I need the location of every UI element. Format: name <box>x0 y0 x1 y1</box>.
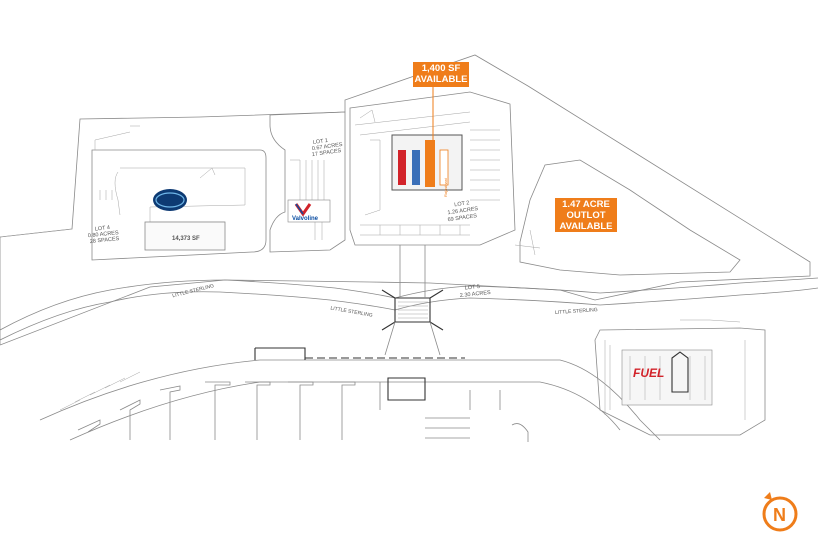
lot-5-label: LOT 5 <box>465 284 481 292</box>
fuel-canopy <box>621 349 713 406</box>
available-space-highlight <box>425 140 435 187</box>
tenant-sign-blue <box>412 150 420 185</box>
tenant-sign-text: Rajasthani <box>443 178 448 197</box>
lot-4-area <box>91 125 267 261</box>
callout-outlot-line3: AVAILABLE <box>559 221 613 232</box>
callout-1400-line1: 1,400 SF <box>421 63 461 74</box>
lot-4-label: LOT 4 <box>95 225 111 233</box>
callout-outlot-line2: OUTLOT <box>566 210 606 221</box>
valvoline-brand: Valvoline <box>292 216 319 222</box>
logo-letter: N <box>773 505 786 525</box>
southern-parking-islands <box>77 377 529 442</box>
lot-2-acres: 1.26 ACRES <box>447 206 479 216</box>
lot-2-area <box>349 86 516 246</box>
creek-label-east: LITTLE STERLING <box>555 307 598 316</box>
fuel-brand: FUEL <box>633 366 664 380</box>
creek-label-center: LITTLE STERLING <box>330 305 373 318</box>
callout-outlot-line1: 1.47 ACRE <box>562 199 610 210</box>
callout-outlot-available: 1.47 ACRE OUTLOT AVAILABLE <box>555 198 617 232</box>
lot-1-label: LOT 1 <box>313 138 329 146</box>
lot-2-label: LOT 2 <box>454 200 470 208</box>
lot-4-building <box>144 221 226 251</box>
tenant-sign-orange <box>439 149 449 186</box>
bridge-crossing <box>381 245 444 356</box>
property-boundary <box>0 54 811 346</box>
lot-1-area <box>269 111 346 253</box>
lot-1-spaces: 17 SPACES <box>312 148 342 158</box>
lot-1-acres: 0.67 ACRES <box>312 142 344 152</box>
southern-roadway <box>39 347 661 441</box>
lot-4-building-sf: 14,373 SF <box>172 236 200 242</box>
callout-1400-line2: AVAILABLE <box>414 74 468 85</box>
brand-labels: Valvoline FUEL Rajasthani N <box>292 178 786 525</box>
tenant-sign-red <box>398 150 406 185</box>
lot-2-spaces: 69 SPACES <box>447 213 477 223</box>
valvoline-logo <box>287 199 331 223</box>
lot-labels: LOT 4 0.80 ACRES 28 SPACES 14,373 SF LOT… <box>88 138 492 299</box>
lot-5-area <box>514 159 741 276</box>
lot-4-acres: 0.80 ACRES <box>88 230 120 239</box>
lot-4-building-logo <box>153 189 187 211</box>
creek-label-west: LITTLE STERLING <box>172 283 215 299</box>
compass-logo <box>762 492 798 532</box>
little-sterling-creek <box>0 277 818 341</box>
callout-1400-sf-available: 1,400 SF AVAILABLE <box>413 62 469 87</box>
lot-5-acres: 2.30 ACRES <box>460 290 492 299</box>
lot-4-spaces: 28 SPACES <box>90 236 120 245</box>
fuel-station-area <box>594 319 766 436</box>
